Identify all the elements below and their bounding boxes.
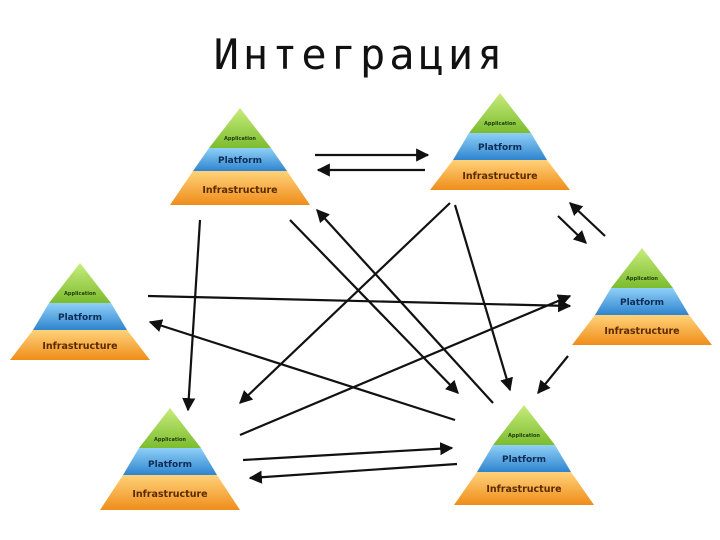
- pyramid-bottom-right: Application Platform Infrastructure: [454, 405, 594, 505]
- pyramid-middle-right: Application Platform Infrastructure: [572, 248, 712, 345]
- arrow: [453, 204, 513, 392]
- arrow: [239, 294, 572, 437]
- page-title: Интеграция: [213, 30, 507, 79]
- arrow: [557, 215, 587, 244]
- platform-label: Platform: [148, 460, 192, 470]
- arrow: [147, 294, 572, 313]
- application-label: Application: [484, 121, 516, 127]
- platform-label: Platform: [502, 455, 546, 465]
- arrow: [182, 219, 202, 412]
- arrow: [537, 355, 569, 395]
- pyramid-middle-left: Application Platform Infrastructure: [10, 263, 150, 360]
- infrastructure-label: Infrastructure: [132, 489, 207, 500]
- application-label: Application: [508, 433, 540, 439]
- arrow: [569, 202, 606, 237]
- platform-label: Platform: [218, 156, 262, 166]
- arrow: [239, 202, 451, 404]
- application-label: Application: [224, 136, 256, 142]
- connection-arrows: [147, 148, 606, 484]
- application-label: Application: [626, 276, 658, 282]
- arrow: [316, 209, 494, 404]
- pyramid-top-right: Application Platform Infrastructure: [430, 93, 570, 190]
- platform-label: Platform: [58, 313, 102, 323]
- platform-label: Platform: [478, 143, 522, 153]
- arrow: [148, 319, 456, 422]
- application-label: Application: [154, 437, 186, 443]
- arrow: [242, 442, 454, 462]
- platform-label: Platform: [620, 298, 664, 308]
- arrow: [248, 462, 458, 484]
- pyramid-bottom-left: Application Platform Infrastructure: [100, 408, 240, 510]
- arrow: [289, 219, 459, 394]
- application-label: Application: [64, 291, 96, 297]
- pyramid-top-left: Application Platform Infrastructure: [170, 108, 310, 205]
- infrastructure-label: Infrastructure: [202, 185, 277, 196]
- infrastructure-label: Infrastructure: [462, 171, 537, 182]
- infrastructure-label: Infrastructure: [486, 484, 561, 495]
- infrastructure-label: Infrastructure: [604, 326, 679, 337]
- infrastructure-label: Infrastructure: [42, 341, 117, 352]
